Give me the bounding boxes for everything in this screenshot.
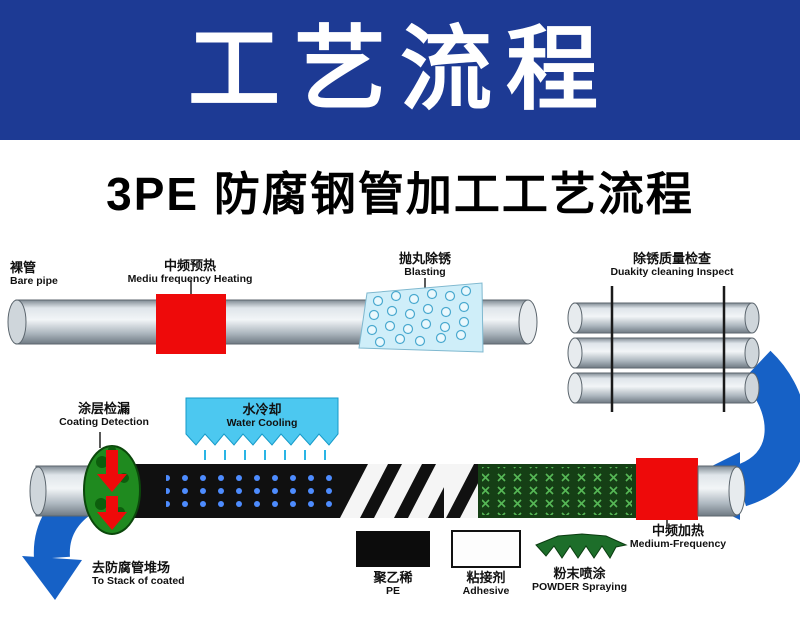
label-bare-pipe-en: Bare pipe [10, 275, 58, 288]
preheat-induction-coil [156, 294, 226, 354]
label-inspection: 除锈质量检查 Duakity cleaning Inspect [587, 251, 757, 279]
arrow-ribbon [732, 350, 800, 507]
label-coating-detection: 涂层检漏 Coating Detection [48, 401, 160, 429]
inspection-pipe-1 [573, 302, 753, 334]
banner-title: 工艺流程 [187, 19, 612, 121]
pipe3-left-cap [567, 372, 583, 404]
coated-pipe-left-cap [29, 466, 47, 516]
label-coating-detection-zh: 涂层检漏 [77, 401, 130, 416]
label-preheat: 中频预热 Mediu frequency Heating [125, 258, 255, 286]
spark-arrow-icon [97, 450, 127, 492]
label-blasting-en: Blasting [404, 266, 446, 279]
adhesive-wrap-stripe [446, 464, 488, 518]
label-inspection-en: Duakity cleaning Inspect [610, 266, 734, 279]
label-water-cooling: 水冷却 Water Cooling [193, 402, 331, 430]
pe-wrap-stripe-2 [374, 464, 422, 518]
label-powder-spraying-zh: 粉末喷涂 [553, 566, 606, 581]
powder-spray-pile [535, 533, 628, 559]
spark-arrow-icon [97, 496, 127, 530]
label-adhesive: 粘接剂 Adhesive [450, 570, 522, 598]
pipe2-left-cap [567, 337, 583, 369]
label-mf-heating: 中频加热 Medium-Frequency [628, 523, 728, 551]
label-stockyard-en: To Stack of coated [92, 575, 185, 588]
label-water-cooling-zh: 水冷却 [242, 402, 282, 417]
label-bare-pipe-zh: 裸管 [10, 260, 37, 275]
label-adhesive-zh: 粘接剂 [466, 570, 506, 585]
mf-heating-induction-coil [636, 458, 698, 520]
inspection-rack [567, 286, 760, 412]
coating-detection-ring [83, 445, 141, 535]
label-inspection-zh: 除锈质量检查 [632, 251, 711, 266]
label-mf-heating-zh: 中频加热 [651, 523, 704, 538]
banner: 工艺流程 [0, 0, 800, 140]
label-preheat-en: Mediu frequency Heating [127, 273, 253, 286]
label-stockyard: 去防腐管堆场 To Stack of coated [92, 560, 237, 588]
label-powder-spraying: 粉末喷涂 POWDER Spraying [527, 566, 632, 594]
label-pe-en: PE [385, 585, 400, 598]
label-blasting: 抛丸除锈 Blasting [370, 251, 480, 279]
inspection-pipe-2 [573, 337, 753, 369]
inspection-pipe-3 [573, 372, 753, 404]
coated-pipe-right-cap [728, 466, 746, 516]
label-pe: 聚乙稀 PE [355, 570, 431, 598]
label-preheat-zh: 中频预热 [163, 258, 216, 273]
page-title: 3PE 防腐钢管加工工艺流程 [106, 168, 694, 220]
pipe3-right-cap [744, 372, 760, 404]
label-adhesive-en: Adhesive [462, 585, 510, 598]
label-powder-spraying-en: POWDER Spraying [531, 581, 628, 594]
water-cooling-canopy [185, 397, 339, 446]
water-drips [204, 450, 326, 460]
bare-pipe-left-cap [7, 299, 27, 345]
pipe2-right-cap [744, 337, 760, 369]
label-mf-heating-en: Medium-Frequency [629, 538, 727, 551]
label-bare-pipe: 裸管 Bare pipe [10, 260, 105, 288]
adhesive-feed-block [451, 530, 521, 568]
bare-pipe-right-cap [518, 299, 538, 345]
blasting-shot-bubbles [366, 285, 472, 348]
pipe1-right-cap [744, 302, 760, 334]
label-stockyard-zh: 去防腐管堆场 [92, 560, 171, 575]
label-water-cooling-en: Water Cooling [226, 417, 298, 430]
pe-wrap-stripe-1 [340, 464, 388, 518]
process-diagram [7, 278, 800, 600]
arrow-head-down-icon [22, 556, 82, 600]
label-pe-zh: 聚乙稀 [373, 570, 413, 585]
label-coating-detection-en: Coating Detection [59, 416, 149, 429]
pe-feed-block [356, 531, 430, 567]
cooling-spray-dots [166, 468, 334, 514]
pipe1-left-cap [567, 302, 583, 334]
powder-cross-marks [482, 467, 632, 515]
label-blasting-zh: 抛丸除锈 [398, 251, 451, 266]
